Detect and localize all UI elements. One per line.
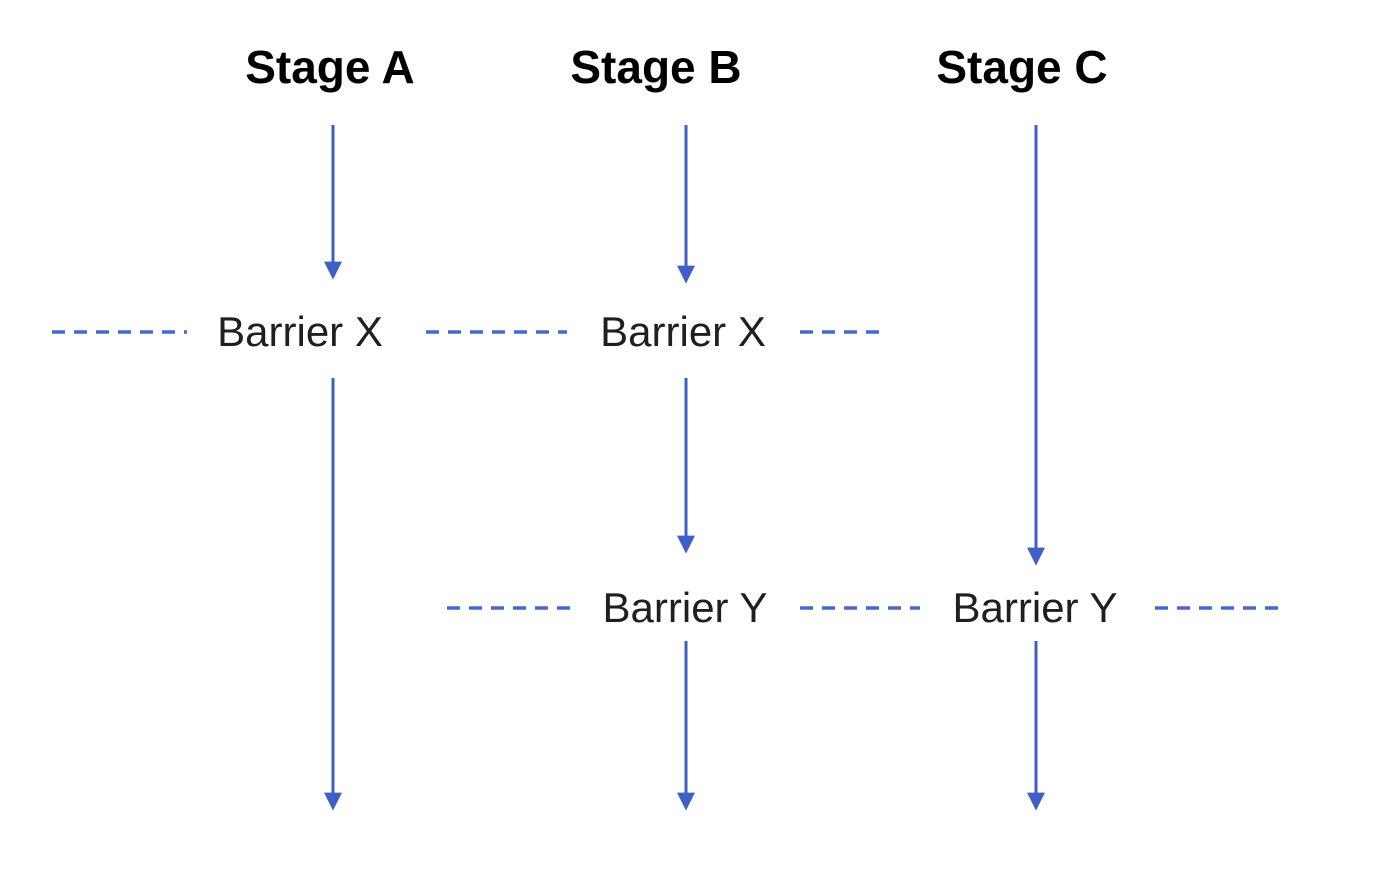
stage-c-title: Stage C [936, 41, 1108, 93]
barrier-y-label-stage-b: Barrier Y [602, 584, 768, 631]
barrier-x-label-stage-a: Barrier X [217, 308, 383, 355]
stage-a-title: Stage A [245, 41, 415, 93]
barrier-y-label-stage-c: Barrier Y [952, 584, 1118, 631]
stage-b-title: Stage B [570, 41, 742, 93]
barrier-x-label-stage-b: Barrier X [600, 308, 766, 355]
